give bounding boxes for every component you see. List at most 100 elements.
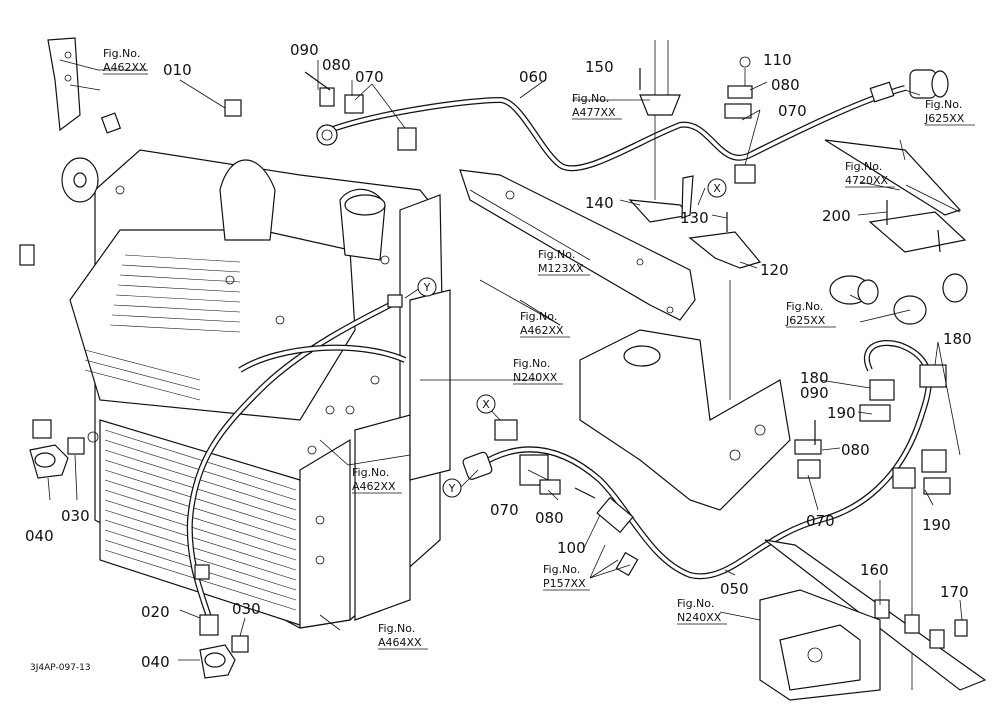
figref-n240-low: Fig.No. N240XX bbox=[677, 597, 727, 625]
figref-a477: Fig.No. A477XX bbox=[572, 92, 622, 120]
svg-text:Y: Y bbox=[448, 482, 456, 495]
clamp-070-lower-middle bbox=[494, 419, 561, 495]
clamps-180-190-right bbox=[794, 364, 951, 495]
callout-090-top: 090 bbox=[290, 41, 319, 59]
svg-text:A477XX: A477XX bbox=[572, 106, 616, 119]
svg-text:Fig.No.: Fig.No. bbox=[378, 622, 415, 635]
callout-020: 020 bbox=[141, 603, 170, 621]
callout-200: 200 bbox=[822, 207, 851, 225]
svg-text:Fig.No.: Fig.No. bbox=[845, 160, 882, 173]
svg-text:Y: Y bbox=[423, 281, 431, 294]
elbow-fitting-040-left bbox=[29, 431, 99, 479]
svg-text:Fig.No.: Fig.No. bbox=[103, 47, 140, 60]
bottom-bracket-160 bbox=[764, 539, 987, 691]
figref-m123: Fig.No. M123XX bbox=[538, 248, 590, 276]
hose-010 bbox=[19, 99, 242, 439]
callout-090-right: 090 bbox=[800, 384, 829, 402]
svg-text:Fig.No.: Fig.No. bbox=[543, 563, 580, 576]
callout-010: 010 bbox=[163, 61, 192, 79]
marker-x-lower: X bbox=[476, 394, 496, 414]
mounting-block bbox=[579, 329, 791, 511]
left-top-bracket bbox=[47, 37, 81, 132]
radiator-assembly bbox=[61, 149, 451, 629]
callout-150: 150 bbox=[585, 58, 614, 76]
marker-x-upper: X bbox=[707, 178, 727, 198]
bracket-140 bbox=[628, 175, 694, 223]
bracket-120 bbox=[688, 231, 762, 269]
svg-text:Fig.No.: Fig.No. bbox=[513, 357, 550, 370]
callout-120: 120 bbox=[760, 261, 789, 279]
bracket-200 bbox=[824, 139, 967, 253]
bolt-090-top bbox=[304, 71, 331, 91]
svg-text:X: X bbox=[482, 398, 490, 411]
svg-text:A462XX: A462XX bbox=[352, 480, 396, 493]
svg-text:A462XX: A462XX bbox=[103, 61, 147, 74]
callout-100: 100 bbox=[557, 539, 586, 557]
figref-a464: Fig.No. A464XX bbox=[378, 622, 428, 650]
svg-text:Fig.No.: Fig.No. bbox=[520, 310, 557, 323]
svg-text:Fig.No.: Fig.No. bbox=[786, 300, 823, 313]
bolt-200-pair bbox=[886, 200, 941, 253]
figref-n240-mid: Fig.No. N240XX bbox=[513, 357, 563, 385]
figref-p157: Fig.No. P157XX bbox=[543, 563, 590, 591]
svg-text:M123XX: M123XX bbox=[538, 262, 584, 275]
svg-text:Fig.No.: Fig.No. bbox=[925, 98, 962, 111]
marker-y-lower: Y bbox=[442, 478, 462, 498]
callout-180-right: 180 bbox=[943, 330, 972, 348]
hose-020 bbox=[186, 294, 407, 636]
callout-060: 060 bbox=[519, 68, 548, 86]
callout-030-left: 030 bbox=[61, 507, 90, 525]
svg-text:A462XX: A462XX bbox=[520, 324, 564, 337]
frame-bracket bbox=[459, 169, 696, 321]
figref-j625-top: Fig.No. J625XX bbox=[924, 98, 975, 126]
tube-060 bbox=[316, 69, 949, 172]
svg-text:Fig.No.: Fig.No. bbox=[677, 597, 714, 610]
callout-070-top: 070 bbox=[355, 68, 384, 86]
svg-text:N240XX: N240XX bbox=[677, 611, 722, 624]
svg-text:X: X bbox=[713, 182, 721, 195]
callout-180-mid: 180 bbox=[800, 369, 829, 387]
callout-190-right: 190 bbox=[922, 516, 951, 534]
callout-080-mid: 080 bbox=[535, 509, 564, 527]
svg-text:Fig.No.: Fig.No. bbox=[538, 248, 575, 261]
lower-frame bbox=[759, 589, 881, 701]
figref-a462-low: Fig.No. A462XX bbox=[352, 466, 402, 494]
callout-080-top: 080 bbox=[322, 56, 351, 74]
diagram-code: 3J4AP-097-13 bbox=[30, 663, 91, 673]
callout-070-right: 070 bbox=[806, 512, 835, 530]
svg-text:4720XX: 4720XX bbox=[845, 174, 889, 187]
figref-j625-mid: Fig.No. J625XX bbox=[785, 300, 836, 328]
elbow-fitting-040-bottom bbox=[199, 635, 249, 679]
callout-160: 160 bbox=[860, 561, 889, 579]
callout-080-top-right: 080 bbox=[771, 76, 800, 94]
fittings-j625 bbox=[829, 273, 968, 325]
svg-text:P157XX: P157XX bbox=[543, 577, 586, 590]
callout-040-left: 040 bbox=[25, 527, 54, 545]
clamp-070-upper-right bbox=[724, 85, 756, 184]
callout-170: 170 bbox=[940, 583, 969, 601]
bolt-100 bbox=[574, 487, 596, 499]
callout-190-mid: 190 bbox=[827, 404, 856, 422]
callout-070-mid: 070 bbox=[490, 501, 519, 519]
callout-140: 140 bbox=[585, 194, 614, 212]
tube-050 bbox=[462, 340, 932, 580]
svg-text:J625XX: J625XX bbox=[924, 112, 965, 125]
svg-text:A464XX: A464XX bbox=[378, 636, 422, 649]
figure-references: Fig.No. A462XX Fig.No. A477XX Fig.No. J6… bbox=[103, 47, 975, 650]
svg-text:Fig.No.: Fig.No. bbox=[352, 466, 389, 479]
callout-080-right: 080 bbox=[841, 441, 870, 459]
callout-040-bottom: 040 bbox=[141, 653, 170, 671]
leader-lines bbox=[47, 59, 963, 661]
callout-130: 130 bbox=[680, 209, 709, 227]
figref-a462-top: Fig.No. A462XX bbox=[103, 47, 148, 75]
callout-110: 110 bbox=[763, 51, 792, 69]
clamp-070-upper-left bbox=[319, 87, 417, 151]
callout-030-bottom: 030 bbox=[232, 600, 261, 618]
svg-text:N240XX: N240XX bbox=[513, 371, 558, 384]
callout-050: 050 bbox=[720, 580, 749, 598]
figref-a462-mid: Fig.No. A462XX bbox=[520, 310, 570, 338]
svg-text:J625XX: J625XX bbox=[785, 314, 826, 327]
part-callouts: 010 090 080 070 060 150 110 080 070 140 … bbox=[25, 41, 972, 671]
